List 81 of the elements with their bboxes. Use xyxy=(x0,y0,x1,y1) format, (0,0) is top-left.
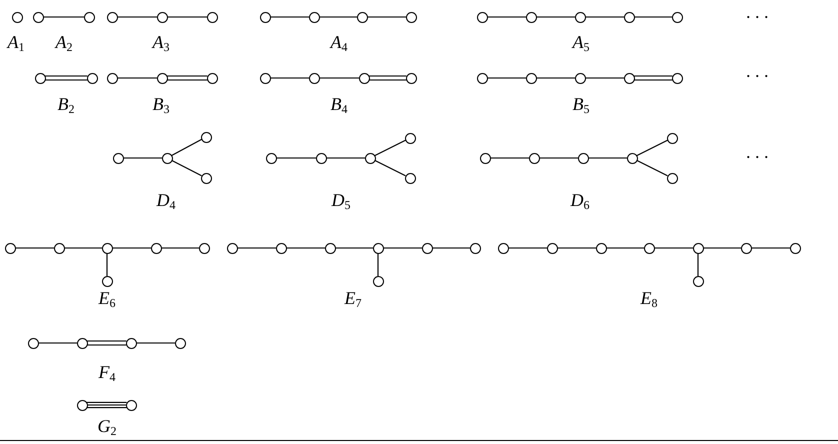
connector-line xyxy=(167,16,207,18)
diagram-label: A$_{2}$ xyxy=(56,33,72,51)
diagram-label: B$_{4}$ xyxy=(330,95,348,113)
connector-line xyxy=(44,79,88,81)
diagram-label: A$_{5}$ xyxy=(572,33,590,51)
connector-line xyxy=(136,342,175,344)
connector-line xyxy=(585,16,624,18)
connector-line xyxy=(508,247,547,249)
connector-line xyxy=(106,253,108,276)
connector-line xyxy=(377,253,379,276)
diagram-label: B$_{5}$ xyxy=(572,95,590,113)
connector-line xyxy=(374,160,406,176)
connector-line xyxy=(86,407,127,408)
diagram-label: G$_{2}$ xyxy=(98,417,116,435)
connector-line xyxy=(171,138,202,156)
diagram-label: · · · xyxy=(746,148,768,166)
connector-line xyxy=(606,247,644,249)
connector-line xyxy=(539,157,578,159)
connector-line xyxy=(237,247,276,249)
connector-line xyxy=(585,77,624,79)
connector-line xyxy=(654,247,693,249)
diagram-label: A$_{3}$ xyxy=(152,33,170,51)
connector-line xyxy=(634,75,672,77)
diagram-label: B$_{3}$ xyxy=(152,95,170,113)
connector-line xyxy=(487,16,526,18)
connector-line xyxy=(636,140,668,156)
connector-line xyxy=(751,247,790,249)
connector-line xyxy=(38,342,77,344)
connector-line xyxy=(588,157,627,159)
diagram-label: D$_{6}$ xyxy=(570,191,590,209)
connector-line xyxy=(112,247,151,249)
diagram-label: E$_{8}$ xyxy=(640,289,658,307)
connector-line xyxy=(634,79,672,81)
diagram-label: A$_{1}$ xyxy=(8,33,24,51)
connector-line xyxy=(634,16,672,18)
connector-line xyxy=(536,77,575,79)
diagram-label: E$_{6}$ xyxy=(98,289,116,307)
connector-line xyxy=(270,16,309,18)
connector-line xyxy=(368,75,406,77)
connector-line xyxy=(636,160,668,176)
connector-line xyxy=(286,247,325,249)
diagram-label: · · · xyxy=(746,8,768,26)
connector-line xyxy=(123,157,162,159)
connector-line xyxy=(703,247,741,249)
connector-line xyxy=(490,157,529,159)
connector-line xyxy=(276,157,316,159)
connector-line xyxy=(374,140,406,156)
connector-line xyxy=(171,160,202,176)
connector-line xyxy=(432,247,470,249)
connector-line xyxy=(86,402,127,403)
connector-line xyxy=(319,16,357,18)
connector-line xyxy=(368,79,406,81)
diagram-label: A$_{4}$ xyxy=(330,33,348,51)
diagram-label: · · · xyxy=(746,67,768,85)
connector-line xyxy=(64,247,102,249)
connector-line xyxy=(557,247,596,249)
connector-line xyxy=(487,77,526,79)
connector-line xyxy=(536,16,575,18)
diagram-label: E$_{7}$ xyxy=(344,289,362,307)
connector-line xyxy=(86,344,126,346)
connector-line xyxy=(383,247,422,249)
connector-line xyxy=(44,75,88,77)
connector-line xyxy=(367,16,406,18)
connector-line xyxy=(166,79,208,81)
connector-line xyxy=(87,404,126,406)
diagram-label: D$_{4}$ xyxy=(156,191,176,209)
connector-line xyxy=(86,340,126,342)
connector-line xyxy=(697,253,699,276)
diagram-label: B$_{2}$ xyxy=(58,95,74,113)
connector-line xyxy=(270,77,309,79)
connector-line xyxy=(15,247,54,249)
connector-line xyxy=(166,75,208,77)
diagram-label: D$_{5}$ xyxy=(332,191,350,209)
diagram-label: F$_{4}$ xyxy=(98,363,116,381)
connector-line xyxy=(117,77,157,79)
connector-line xyxy=(117,16,157,18)
connector-line xyxy=(335,247,373,249)
connector-line xyxy=(161,247,199,249)
connector-line xyxy=(319,77,359,79)
connector-line xyxy=(326,157,365,159)
connector-line xyxy=(43,16,84,18)
